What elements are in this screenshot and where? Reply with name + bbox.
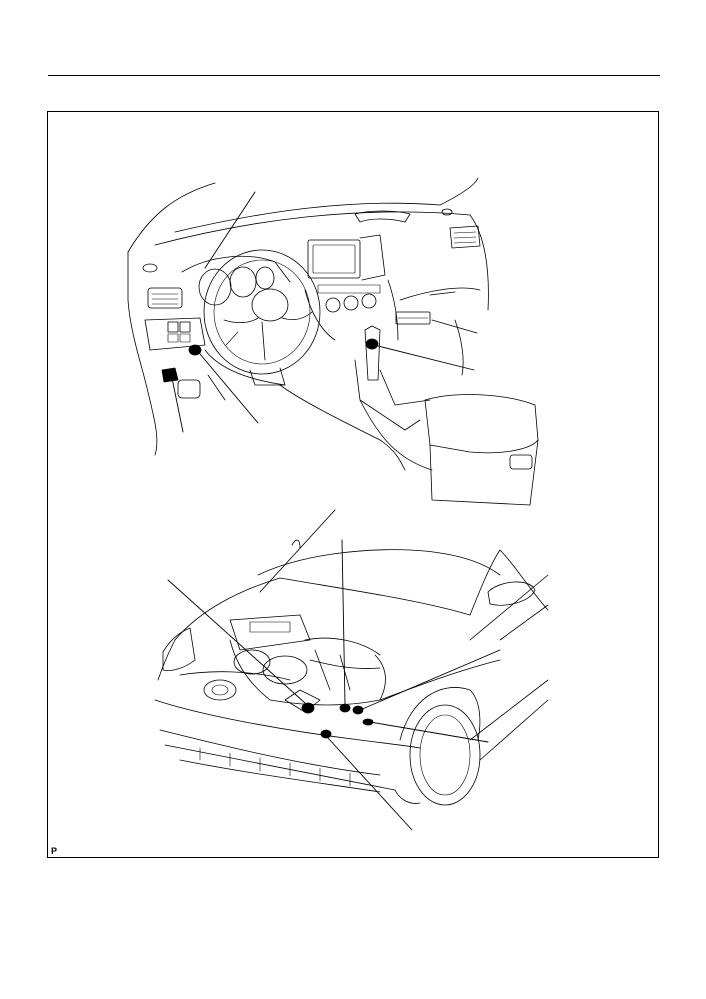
- header-rule: [48, 75, 660, 76]
- figure-code: P: [51, 846, 58, 856]
- dashboard-interior-illustration: [127, 177, 539, 506]
- figure-frame: P: [47, 111, 659, 858]
- engine-compartment-illustration: [154, 509, 549, 831]
